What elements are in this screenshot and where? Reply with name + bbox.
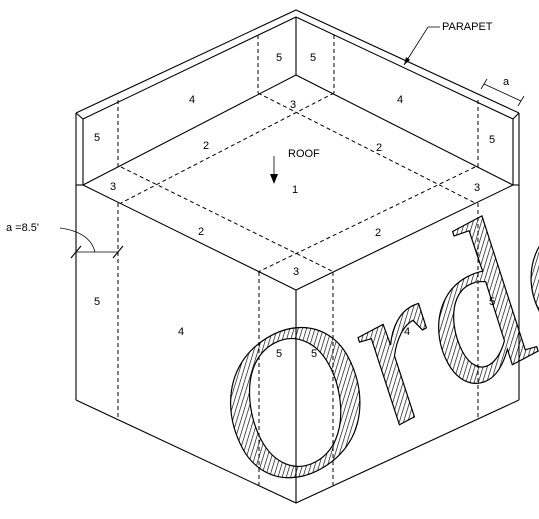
watermark: Orde bbox=[171, 137, 539, 519]
dimension-a-label: a bbox=[503, 76, 510, 88]
zone-label-5: 5 bbox=[489, 296, 495, 308]
zone-label-2: 2 bbox=[203, 140, 209, 152]
roof-label: ROOF bbox=[288, 148, 320, 160]
zone-label-1: 1 bbox=[292, 184, 298, 196]
zone-label-3: 3 bbox=[293, 266, 299, 278]
zone-label-5: 5 bbox=[276, 348, 282, 360]
wall-zone-boundaries bbox=[117, 35, 479, 485]
zone-label-2: 2 bbox=[375, 227, 381, 239]
zone-label-4: 4 bbox=[404, 326, 410, 338]
roof-zone-boundaries bbox=[120, 92, 476, 273]
zone-width-label: a =8.5' bbox=[6, 222, 39, 234]
zone-label-2: 2 bbox=[376, 142, 382, 154]
zone-labels: 1 2 2 2 2 3 3 3 3 4 4 4 4 5 5 5 5 5 5 5 … bbox=[94, 52, 495, 360]
zone-label-3: 3 bbox=[110, 181, 116, 193]
parapet-dimension: a bbox=[480, 76, 525, 107]
zone-label-4: 4 bbox=[189, 94, 195, 106]
zone-label-5: 5 bbox=[94, 296, 100, 308]
zone-label-3: 3 bbox=[290, 99, 296, 111]
zone-label-4: 4 bbox=[397, 94, 403, 106]
zone-label-5: 5 bbox=[311, 348, 317, 360]
zone-label-5: 5 bbox=[310, 52, 316, 64]
zone-label-5: 5 bbox=[276, 52, 282, 64]
zone-label-3: 3 bbox=[474, 182, 480, 194]
building-outline bbox=[75, 9, 520, 504]
zone-label-5: 5 bbox=[94, 132, 100, 144]
parapet-callout: PARAPET bbox=[403, 21, 493, 66]
roof-callout: ROOF bbox=[270, 148, 320, 184]
roof-deck bbox=[76, 74, 519, 291]
zone-label-2: 2 bbox=[198, 226, 204, 238]
zone-label-4: 4 bbox=[178, 326, 184, 338]
parapet-label: PARAPET bbox=[442, 21, 493, 33]
zone-label-5: 5 bbox=[489, 134, 495, 146]
zone-width-dimension: a =8.5' bbox=[6, 222, 124, 259]
